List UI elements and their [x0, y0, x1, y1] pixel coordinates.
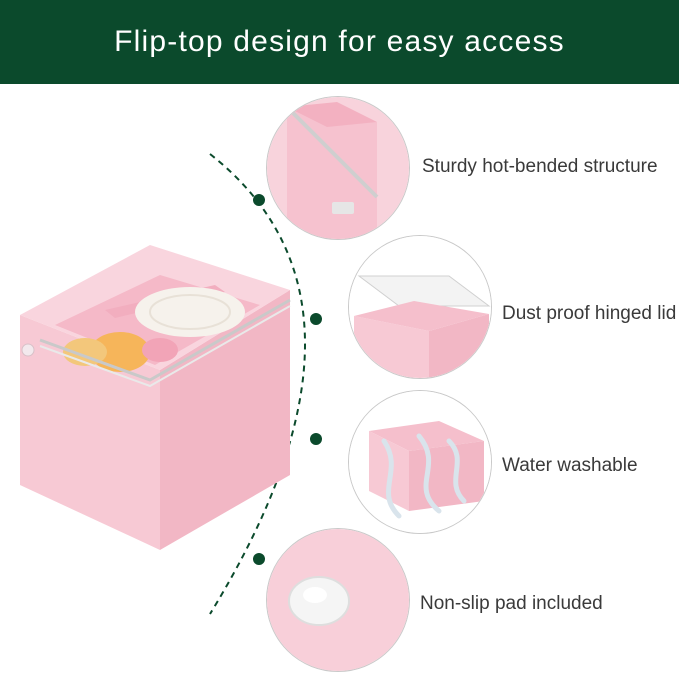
- silicone-pad-icon: [267, 529, 409, 671]
- feature-label-washable: Water washable: [502, 455, 638, 476]
- arc-dot-1: [253, 194, 265, 206]
- title-banner: Flip-top design for easy access: [0, 0, 679, 84]
- open-lid-box-icon: [349, 236, 491, 378]
- feature-label-pad: Non-slip pad included: [420, 593, 603, 614]
- feature-label-structure: Sturdy hot-bended structure: [422, 156, 658, 177]
- feature-circle-lid: [348, 235, 492, 379]
- water-splash-icon: [349, 391, 491, 533]
- banner-title: Flip-top design for easy access: [114, 25, 565, 58]
- arc-dot-4: [253, 553, 265, 565]
- feature-label-lid: Dust proof hinged lid: [502, 303, 677, 324]
- dashed-arc-decoration: [209, 153, 322, 615]
- product-image: [10, 230, 310, 560]
- feature-circle-hinge: [266, 96, 410, 240]
- arc-dot-3: [310, 433, 322, 445]
- feature-circle-pad: [266, 528, 410, 672]
- arc-dot-2: [310, 313, 322, 325]
- hinge-closeup-icon: [267, 97, 409, 239]
- feature-circle-water: [348, 390, 492, 534]
